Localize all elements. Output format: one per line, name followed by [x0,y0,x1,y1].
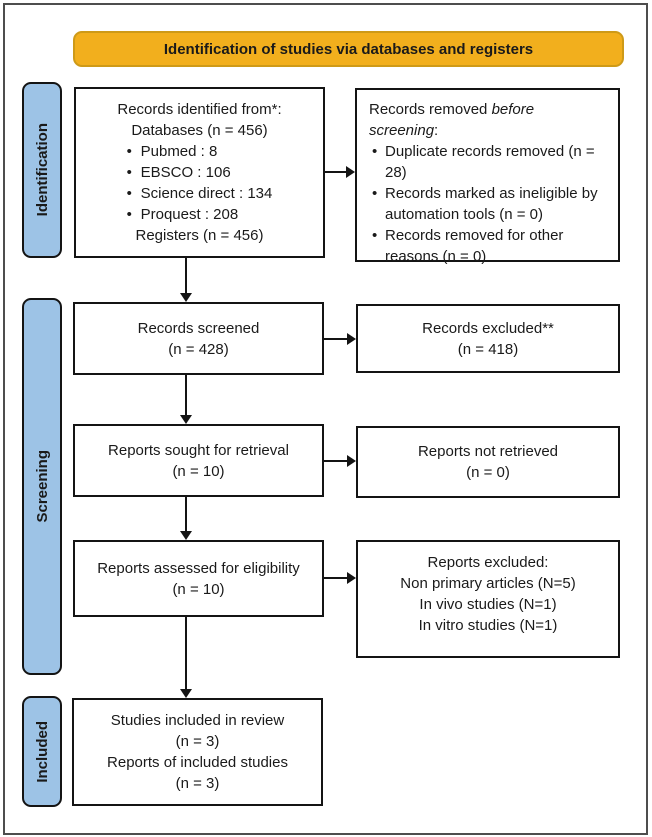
records-removed-heading: Records removed before screening: [369,99,581,141]
records-removed-heading-italic: before screening [369,101,535,139]
stage-label-identification: Identification [22,82,62,258]
bullet-icon: • [126,143,132,160]
box-reports-excluded: Reports excluded: Non primary articles (… [356,540,620,658]
list-item: • Records marked as ineligible by automat… [369,183,610,225]
right-arrow-assessed-to-excluded [324,572,356,584]
reports-excluded-reason: Non primary articles (N=5) [400,575,576,592]
list-item-text: Proquest : 208 [140,206,239,223]
records-identified-bullet-list: • Pubmed : 8 • EBSCO : 106 • Science direct… [127,141,273,225]
reports-sought-line1: Reports sought for retrieval [108,441,289,459]
down-arrow-identified-to-screened [180,258,192,302]
bullet-icon: • [126,185,132,202]
reports-not-retrieved-line2: (n = 0) [466,464,510,481]
records-identified-line2: Databases (n = 456) [131,122,268,139]
stage-label-included: Included [22,696,62,807]
reports-assessed-line1: Reports assessed for eligibility [97,559,300,577]
list-item-text: Pubmed : 8 [140,143,218,160]
stage-label-identification-text: Identification [33,123,51,217]
right-arrow-sought-to-not-retrieved [324,455,356,467]
list-item: • Records removed for other reasons (n = … [369,225,610,267]
records-removed-heading-plain: Records removed [369,101,492,118]
reports-excluded-heading: Reports excluded: [427,554,549,571]
studies-included-line2: (n = 3) [175,733,220,750]
list-item: • EBSCO : 106 [127,162,273,183]
list-item: • Proquest : 208 [127,204,273,225]
records-identified-line3: Registers (n = 456) [135,227,264,244]
studies-included-line1: Studies included in review [110,712,285,729]
bullet-icon: • [126,164,132,181]
records-identified-line1: Records identified from*: [117,101,282,118]
list-item-text: Records marked as ineligible by automati… [385,185,598,223]
records-screened-line1: Records screened [137,319,260,337]
right-arrow-identified-to-removed [325,166,355,178]
records-removed-heading-suffix: : [434,122,439,139]
stage-label-included-text: Included [33,720,51,783]
down-arrow-screened-to-sought [180,375,192,424]
studies-included-line3: Reports of included studies [107,754,288,771]
box-records-excluded: Records excluded** (n = 418) [356,304,620,373]
box-records-removed: Records removed before screening: • Dupli… [355,88,620,265]
right-arrow-screened-to-excluded [324,333,356,345]
reports-assessed-line2: (n = 10) [172,580,225,598]
stage-label-screening-text: Screening [33,450,51,523]
down-arrow-assessed-to-included [180,617,192,698]
box-reports-assessed: Reports assessed for eligibility (n = 10… [73,540,324,617]
reports-sought-line2: (n = 10) [172,462,225,480]
box-records-identified: Records identified from*: Databases (n =… [74,87,325,258]
list-item-text: Duplicate records removed (n = 28) [385,143,595,181]
bullet-icon: • [126,206,132,223]
box-records-screened: Records screened (n = 428) [73,302,324,375]
bullet-icon: • [372,185,378,202]
reports-excluded-reason: In vitro studies (N=1) [418,617,558,634]
records-excluded-line2: (n = 418) [457,340,519,358]
banner-title-text: Identification of studies via databases … [163,40,534,58]
box-studies-included: Studies included in review (n = 3) Repor… [72,698,323,806]
list-item: • Pubmed : 8 [127,141,273,162]
stage-label-screening: Screening [22,298,62,675]
banner-title: Identification of studies via databases … [73,31,624,67]
reports-excluded-reason: In vivo studies (N=1) [419,596,557,613]
records-screened-line2: (n = 428) [168,340,229,358]
list-item-text: Science direct : 134 [140,185,273,202]
records-excluded-line1: Records excluded** [422,319,554,337]
list-item-text: Records removed for other reasons (n = 0… [385,227,564,265]
bullet-icon: • [372,227,378,244]
box-reports-not-retrieved: Reports not retrieved (n = 0) [356,426,620,498]
down-arrow-sought-to-assessed [180,497,192,540]
list-item-text: EBSCO : 106 [140,164,231,181]
bullet-icon: • [372,143,378,160]
list-item: • Duplicate records removed (n = 28) [369,141,610,183]
reports-not-retrieved-line1: Reports not retrieved [417,443,559,460]
box-reports-sought: Reports sought for retrieval (n = 10) [73,424,324,497]
studies-included-line4: (n = 3) [175,775,220,792]
list-item: • Science direct : 134 [127,183,273,204]
